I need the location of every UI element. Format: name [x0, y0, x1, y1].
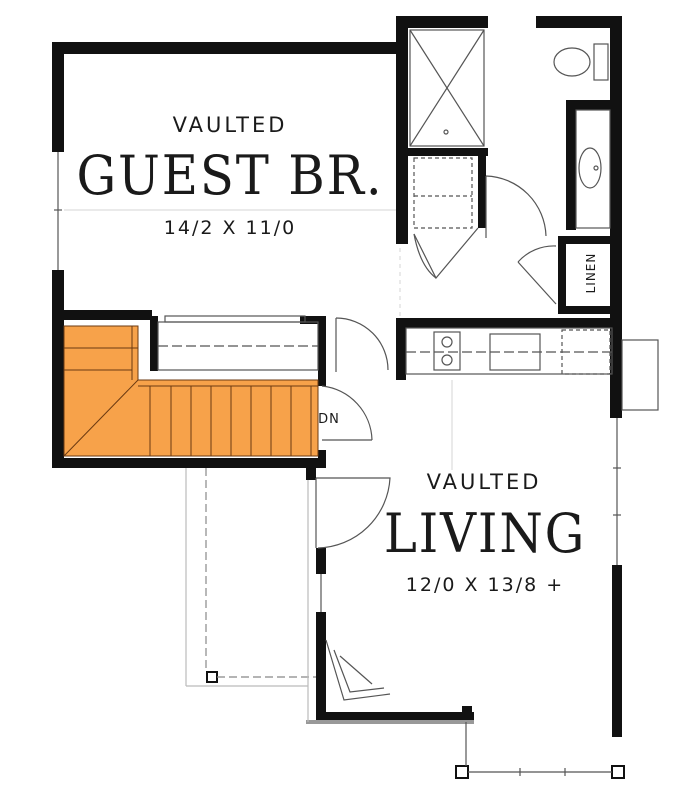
guest-br-dimensions: 14/2 X 11/0 [163, 217, 297, 239]
wall-living-left-b [316, 548, 326, 574]
wall-stair-bottom [52, 458, 326, 468]
wall-linen-left [558, 236, 566, 312]
walls [52, 16, 625, 779]
toilet-tank [593, 43, 609, 81]
staircase [63, 325, 319, 457]
wall-bath-divider [404, 148, 488, 156]
stair-down-label: DN [318, 412, 340, 427]
wall-vanity-top [566, 100, 618, 110]
wall-bath-divider-v [478, 148, 486, 228]
wall-left-lower [52, 270, 64, 468]
guest-br-title: GUEST BR. [76, 144, 384, 207]
living-dimensions: 12/0 X 13/8 + [405, 574, 565, 596]
wall-bay-right [462, 706, 472, 722]
kitchen-counter [405, 327, 613, 375]
porch-outline [185, 248, 453, 722]
stair-door [321, 385, 373, 441]
wall-left-upper [52, 42, 64, 152]
linen-door [517, 245, 557, 263]
toilet-bowl [553, 47, 591, 77]
cooktop [433, 331, 461, 371]
wall-living-left-c [316, 612, 326, 722]
wall-closet-left [150, 316, 158, 371]
wall-kitchen-top [396, 318, 622, 328]
wall-kitchen-left [396, 318, 406, 380]
wall-bay-bottom [316, 712, 474, 722]
living-qualifier: VAULTED [426, 470, 542, 494]
wall-bath-top-right [536, 16, 622, 28]
wall-bath-left [396, 16, 408, 244]
linen-closet-label: LINEN [584, 252, 598, 294]
wall-bath-top [396, 16, 488, 28]
wall-stair-right [318, 450, 326, 468]
guest-br-qualifier: VAULTED [172, 113, 288, 137]
wall-right-lower [612, 565, 622, 737]
wall-closet-right [318, 316, 326, 386]
bath-door [485, 175, 547, 237]
wall-vanity-left [566, 100, 576, 230]
post-right [611, 765, 625, 779]
vanity [575, 109, 611, 229]
fixtures [54, 29, 659, 776]
kitchen-sink [489, 333, 541, 371]
post-porch [206, 671, 218, 683]
living-title: LIVING [383, 502, 587, 565]
bedroom-door [335, 317, 389, 371]
wall-right-upper [610, 16, 622, 418]
wall-bed-bottom [64, 310, 152, 320]
wall-linen-top [558, 236, 618, 244]
wall-living-left-a [306, 468, 316, 480]
post-left [455, 765, 469, 779]
shower [409, 29, 485, 147]
wall-bed-stub [300, 316, 326, 324]
entry-door [316, 477, 391, 549]
wall-linen-bottom [558, 306, 618, 314]
sink [578, 147, 602, 189]
wall-top-guest [52, 42, 402, 54]
